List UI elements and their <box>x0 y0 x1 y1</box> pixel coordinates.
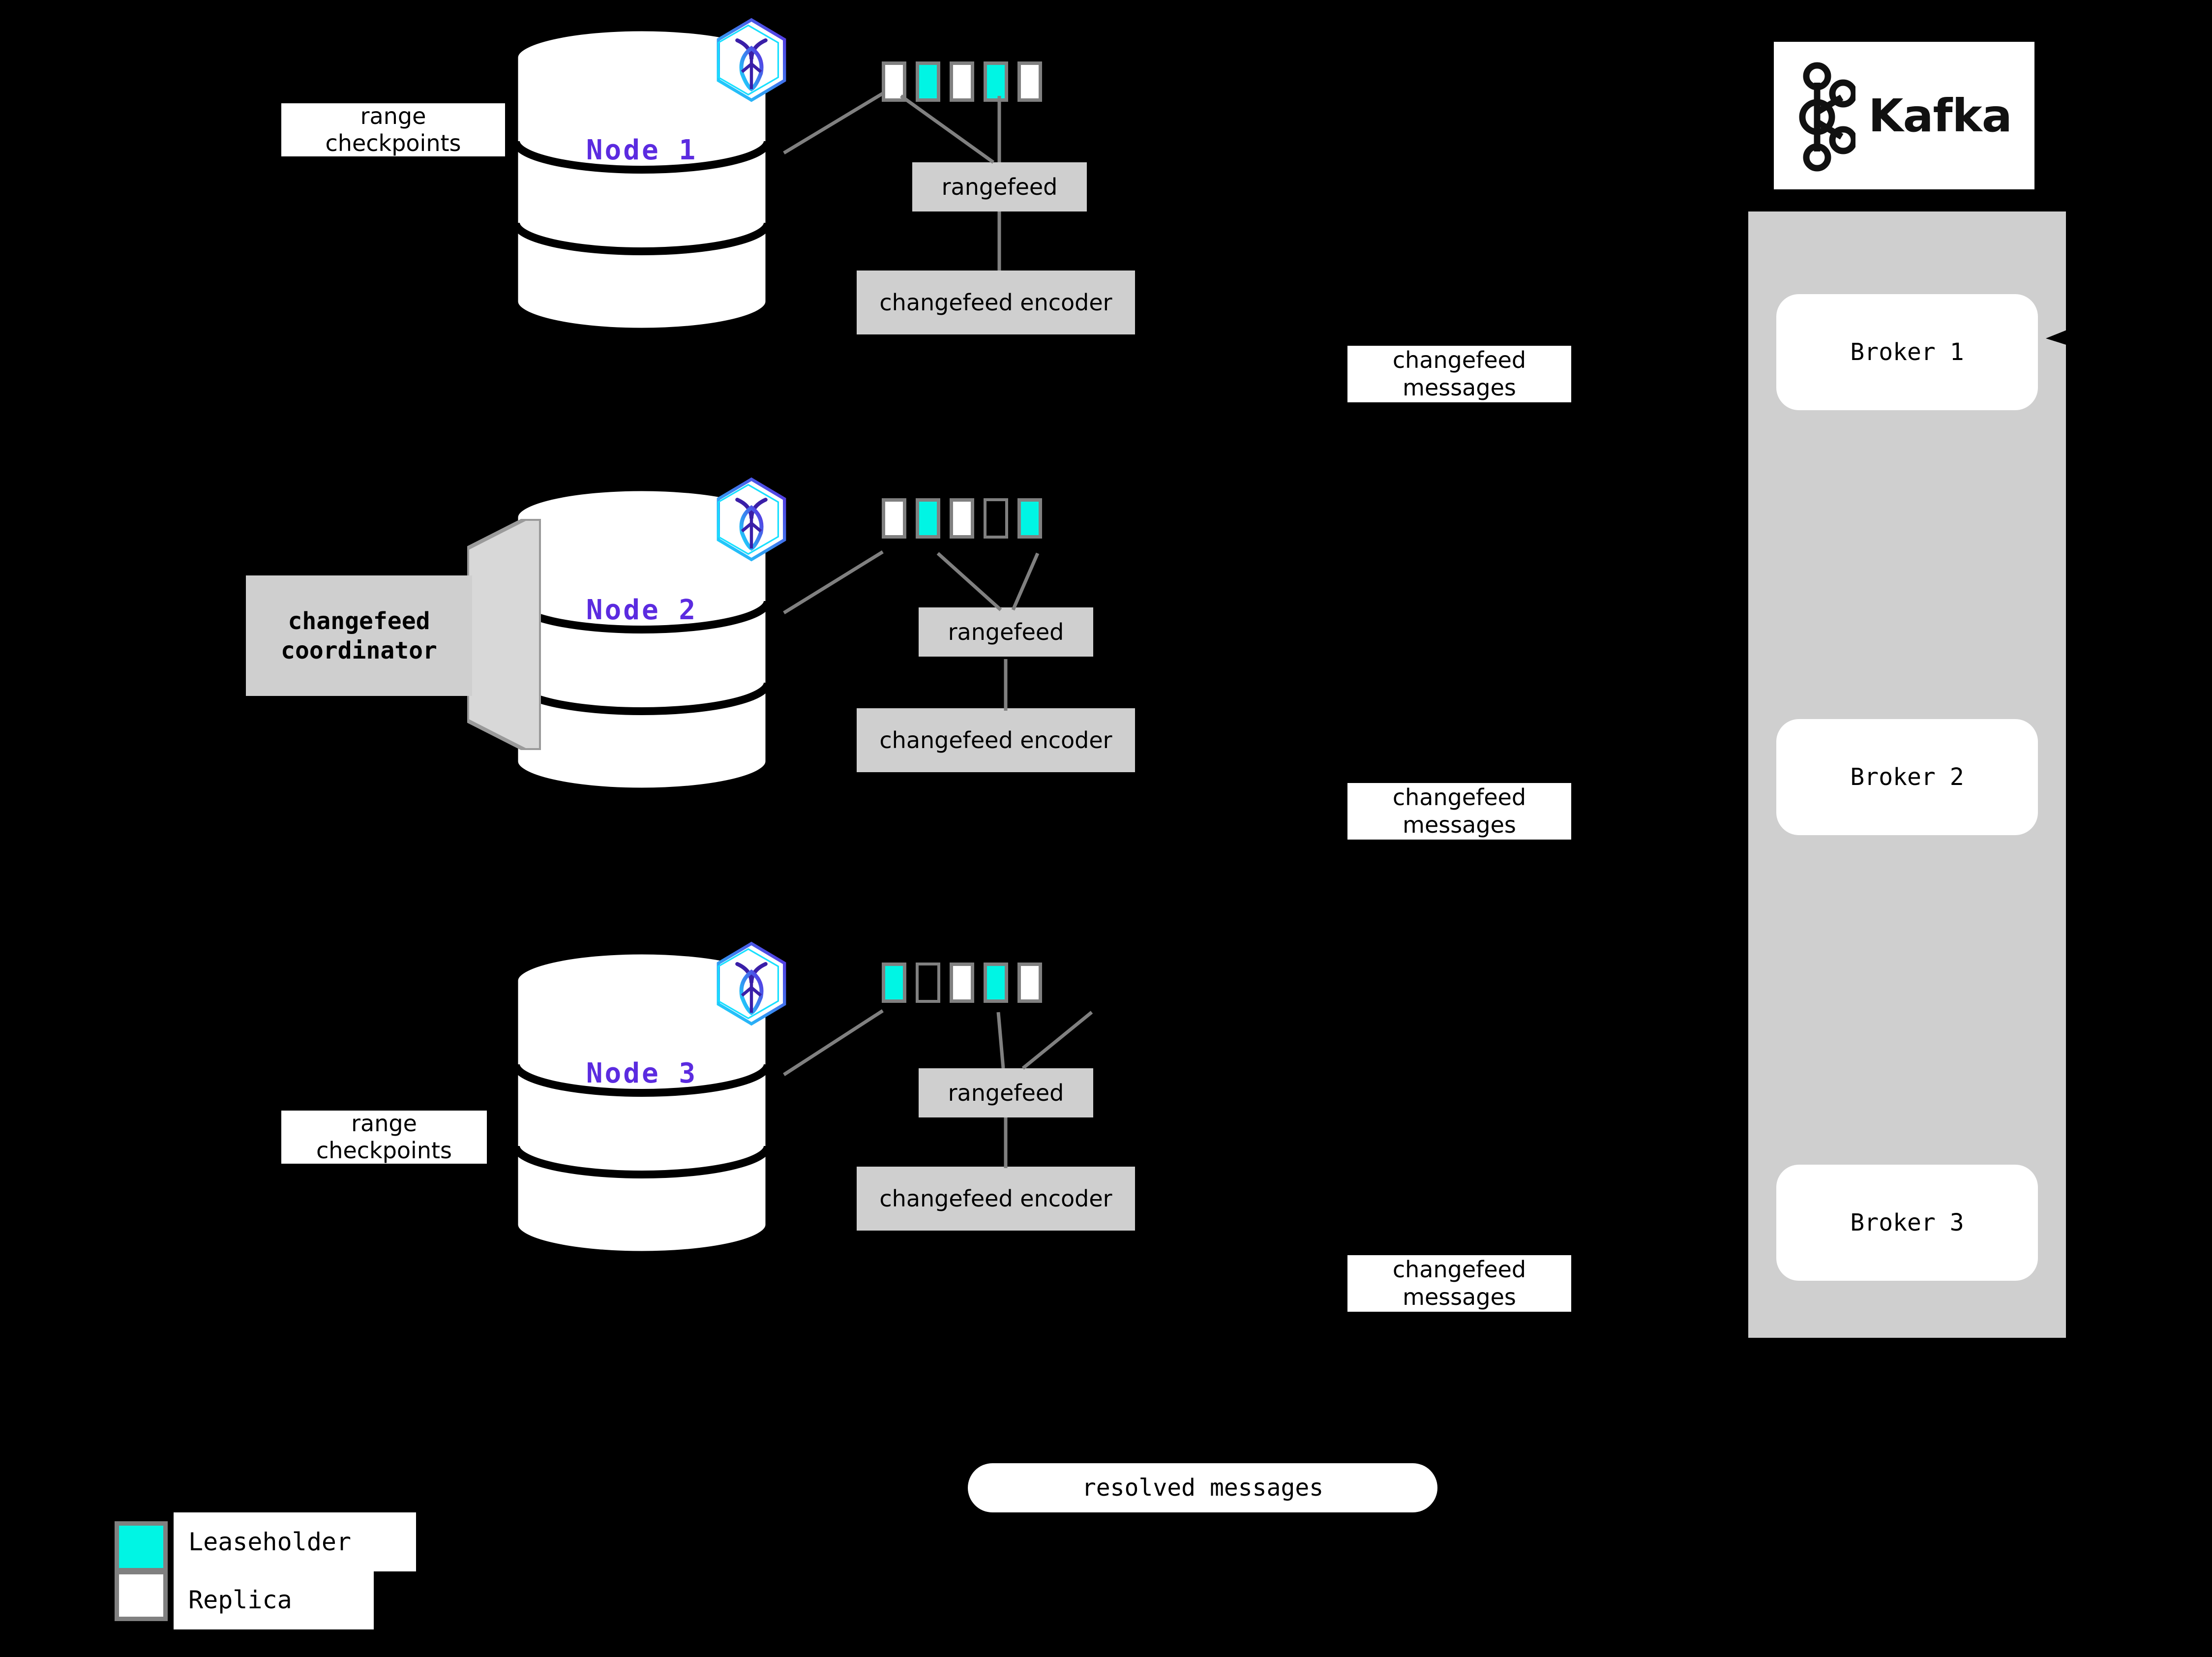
range-box-leaseholder[interactable] <box>916 498 940 539</box>
range-box-leaseholder[interactable] <box>984 963 1008 1003</box>
cluster-arrowheads <box>2046 325 2080 349</box>
kafka-logo-panel: Kafka <box>1774 42 2034 189</box>
range-box-empty[interactable] <box>984 498 1008 539</box>
range-list-node-3 <box>882 963 1042 1003</box>
changefeed-encoder-box-node-1[interactable]: changefeed encoder <box>857 271 1135 334</box>
range-box-replica[interactable] <box>882 498 906 539</box>
range-list-node-1 <box>882 61 1042 102</box>
legend-label-leaseholder: Leaseholder <box>174 1512 416 1571</box>
range-checkpoints-label-node-3: range checkpoints <box>281 1110 487 1164</box>
range-box-replica[interactable] <box>950 963 974 1003</box>
changefeed-encoder-box-node-3[interactable]: changefeed encoder <box>857 1167 1135 1231</box>
range-box-replica[interactable] <box>950 498 974 539</box>
rangefeed-box-node-2[interactable]: rangefeed <box>919 607 1093 657</box>
kafka-logo-icon <box>1799 62 1856 172</box>
changefeed-messages-label-node-2: changefeed messages <box>1347 783 1571 840</box>
coordinator-connector <box>467 519 541 750</box>
kafka-logo-text: Kafka <box>1868 89 2012 142</box>
broker-box-3[interactable]: Broker 3 <box>1776 1165 2038 1281</box>
node-cylinder-1: Node 1 <box>512 27 772 332</box>
rangefeed-box-node-3[interactable]: rangefeed <box>919 1068 1093 1117</box>
cockroachdb-hex-logo <box>712 476 791 563</box>
range-box-empty[interactable] <box>916 963 940 1003</box>
range-box-replica[interactable] <box>882 61 906 102</box>
changefeed-messages-label-node-3: changefeed messages <box>1347 1255 1571 1312</box>
cockroachdb-hex-logo <box>712 940 791 1027</box>
range-box-replica[interactable] <box>950 61 974 102</box>
node-cylinder-3: Node 3 <box>512 950 772 1256</box>
range-list-node-2 <box>882 498 1042 539</box>
legend-swatch-leaseholder <box>115 1521 168 1572</box>
range-box-leaseholder[interactable] <box>984 61 1008 102</box>
legend-label-replica: Replica <box>174 1570 374 1629</box>
range-box-leaseholder[interactable] <box>882 963 906 1003</box>
legend-swatch-replica <box>115 1570 168 1621</box>
changefeed-messages-label-node-1: changefeed messages <box>1347 346 1571 402</box>
rangefeed-box-node-1[interactable]: rangefeed <box>912 162 1087 211</box>
resolved-messages-pill[interactable]: resolved messages <box>968 1463 1437 1512</box>
range-box-leaseholder[interactable] <box>1017 498 1042 539</box>
cockroachdb-hex-logo <box>712 17 791 103</box>
range-box-leaseholder[interactable] <box>916 61 940 102</box>
broker-box-1[interactable]: Broker 1 <box>1776 294 2038 410</box>
range-checkpoints-label-node-1: range checkpoints <box>281 103 505 156</box>
changefeed-encoder-box-node-2[interactable]: changefeed encoder <box>857 708 1135 772</box>
broker-box-2[interactable]: Broker 2 <box>1776 719 2038 835</box>
range-box-replica[interactable] <box>1017 61 1042 102</box>
range-box-replica[interactable] <box>1017 963 1042 1003</box>
changefeed-coordinator-box[interactable]: changefeed coordinator <box>246 575 472 696</box>
